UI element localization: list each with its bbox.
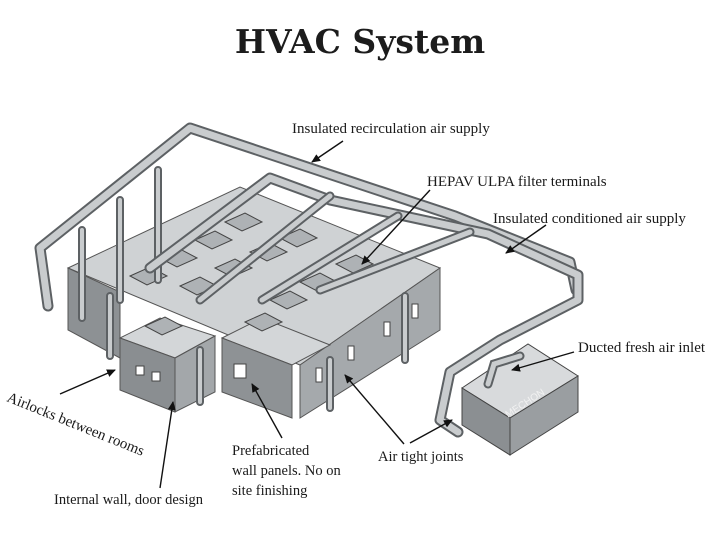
label-prefab-line2: wall panels. No on bbox=[232, 463, 341, 479]
label-hepa: HEPAV ULPA filter terminals bbox=[427, 174, 607, 190]
arrow-recirculation bbox=[311, 140, 344, 163]
label-air-tight: Air tight joints bbox=[378, 449, 464, 465]
label-conditioned: Insulated conditioned air supply bbox=[493, 211, 686, 227]
arrow-airlocks bbox=[59, 369, 116, 395]
wall-window-2 bbox=[347, 345, 355, 361]
airlock-box-side bbox=[174, 335, 216, 413]
arrow-prefab bbox=[251, 383, 283, 439]
label-prefab-line1: Prefabricated bbox=[232, 443, 310, 459]
room-box-front bbox=[221, 337, 293, 419]
leader-arrows bbox=[59, 140, 575, 489]
arrow-hepa bbox=[361, 189, 431, 265]
filter-terminal bbox=[243, 312, 284, 332]
filter-terminal bbox=[193, 230, 234, 250]
label-internal-wall: Internal wall, door design bbox=[54, 492, 204, 508]
wall-window-1 bbox=[315, 367, 323, 383]
filter-terminal bbox=[268, 290, 309, 310]
filter-terminal bbox=[143, 316, 184, 336]
wall-window-3 bbox=[383, 321, 391, 337]
wall-window-4 bbox=[411, 303, 419, 319]
filter-terminal bbox=[223, 212, 264, 232]
arrow-internal-wall bbox=[159, 401, 176, 489]
label-airlocks: Airlocks between rooms bbox=[5, 390, 147, 460]
label-prefab-line3: site finishing bbox=[232, 483, 307, 499]
room-window bbox=[233, 363, 247, 379]
airlock-window-1 bbox=[135, 365, 145, 376]
arrow-airtight-1 bbox=[344, 374, 405, 445]
arrow-airtight-2 bbox=[409, 419, 453, 444]
unit-side bbox=[509, 375, 579, 456]
arrow-fresh-air bbox=[511, 351, 575, 372]
page-title: HVAC System bbox=[234, 22, 486, 61]
airlock-window-2 bbox=[151, 371, 161, 382]
arrow-conditioned bbox=[505, 224, 547, 254]
mechon-unit: MECHON bbox=[461, 343, 579, 456]
conditioned-duct bbox=[106, 172, 584, 438]
label-recirculation: Insulated recirculation air supply bbox=[292, 121, 490, 137]
label-fresh-air: Ducted fresh air inlet bbox=[578, 340, 706, 356]
filter-terminal bbox=[278, 228, 319, 248]
